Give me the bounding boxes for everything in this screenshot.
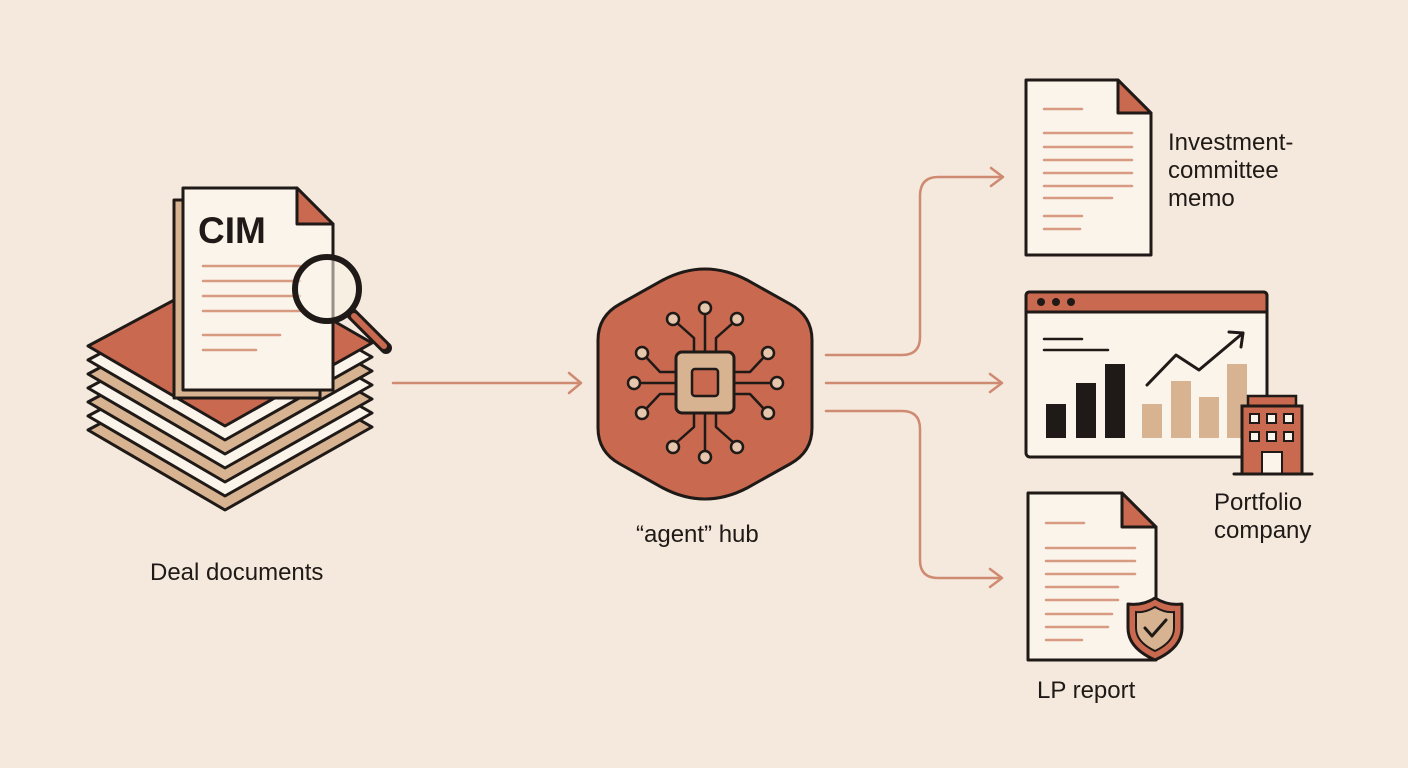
portfolio-label-line: Portfolio — [1214, 489, 1303, 516]
lp-report-document — [1026, 491, 1158, 662]
memo-label-line: Investment- — [1168, 129, 1294, 156]
building-icon — [1232, 394, 1314, 476]
cim-title: CIM — [198, 210, 266, 251]
trend-arrow-icon — [1145, 330, 1245, 387]
chip-icon — [626, 300, 785, 465]
connectors — [391, 166, 1005, 589]
magnifier-icon — [292, 254, 392, 354]
dashboard-window — [1024, 290, 1269, 459]
document-icon — [1024, 78, 1153, 257]
portfolio-label-line: company — [1214, 517, 1312, 544]
investment-memo-label: Investment- committee memo — [1168, 129, 1293, 213]
agent-hub-label: “agent” hub — [636, 521, 759, 548]
deal-documents-label: Deal documents — [150, 559, 324, 586]
agent-hub — [596, 267, 814, 501]
cim-document: CIM — [172, 186, 335, 400]
memo-label-line: memo — [1168, 185, 1235, 212]
connector-hub-to-lp — [824, 409, 1003, 580]
lp-report-label: LP report — [1037, 677, 1136, 704]
memo-label-line: committee — [1168, 157, 1279, 184]
arrowhead-memo — [989, 166, 1005, 188]
connector-hub-to-memo — [824, 175, 1004, 357]
portfolio-company-label: Portfolio company — [1214, 489, 1311, 545]
arrowhead-hub — [567, 371, 583, 395]
arrowhead-portfolio — [988, 372, 1004, 394]
shield-check-icon — [1126, 596, 1184, 662]
arrowhead-lp — [988, 567, 1004, 589]
